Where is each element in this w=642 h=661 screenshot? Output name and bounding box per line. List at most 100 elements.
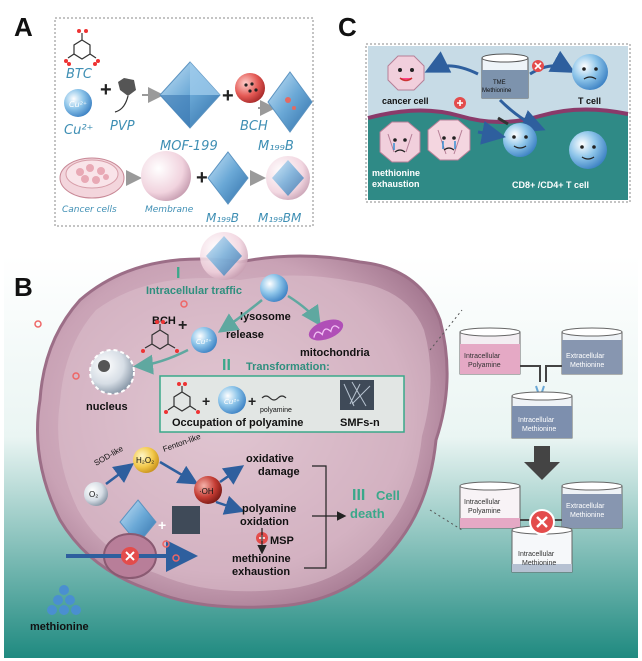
m199bm-entering-icon [200, 232, 248, 280]
m199b-label: M₁₉₉B [258, 139, 294, 154]
exhausted-cancer-cell-icon [379, 121, 421, 163]
cancer-cells-dish-icon [59, 157, 125, 199]
membrane-vesicle-icon [141, 151, 191, 201]
arrow-o2-to-h2o2 [105, 463, 134, 485]
o2-label: O₂ [89, 490, 98, 499]
bch-dot-5-icon [172, 554, 180, 562]
beaker-intracellular-polyamine-icon [459, 327, 521, 375]
connector-line-top [429, 309, 463, 351]
polyamine-box-label: polyamine [260, 407, 292, 414]
death-label: death [350, 506, 385, 521]
nucleus-icon [89, 349, 135, 395]
plus-sign-2: + [222, 85, 234, 107]
b-met-exhaust-label-1: methionine [232, 553, 291, 565]
oxidative-damage-label-1: oxidative [246, 453, 294, 465]
plus-sign-7: + [158, 517, 166, 533]
beaker-3-label-2: Methionine [522, 426, 556, 433]
cu-sphere-label: Cu²⁺ [69, 100, 87, 109]
beaker-2-label-2: Methionine [570, 362, 604, 369]
beaker-extracellular-methionine-2-icon [561, 481, 623, 529]
m199bm-coated-icon [266, 156, 310, 200]
bch-sphere [235, 73, 265, 103]
smfs-n-aggregate-icon [340, 380, 374, 410]
beaker-extracellular-methionine-icon [561, 327, 623, 375]
pvp-label: PVP [110, 119, 135, 134]
beaker-1-label-1: Intracellular [464, 353, 501, 360]
cu-b-label: Cu²⁺ [196, 338, 212, 346]
lysosome-icon [260, 274, 288, 302]
oxidative-damage-label-2: damage [258, 466, 300, 478]
arrow-oh-to-oxidation [215, 495, 245, 515]
m199bm-label: M₁₉₉BM [258, 211, 302, 225]
big-down-arrow-icon [524, 446, 560, 480]
cu-ion-sphere [64, 89, 92, 117]
beaker-5-label-1: Extracellular [566, 503, 605, 510]
block-x-icon [529, 509, 555, 535]
stage-1-numeral: I [176, 265, 180, 282]
blocked-transporter-icon [66, 533, 198, 579]
arrow-to-nucleus [133, 348, 189, 375]
plus-sign-3: + [196, 167, 208, 189]
nucleus-label: nucleus [86, 401, 128, 413]
mof-199-crystal-icon [159, 61, 221, 129]
tme-label-1: TME [493, 80, 506, 86]
membrane-label: Membrane [145, 205, 194, 215]
cu-ion-b-sphere [191, 327, 217, 353]
stage-2-title: Transformation: [246, 361, 330, 373]
plus-sign-4: + [178, 317, 187, 334]
h2o2-sphere [133, 447, 159, 473]
exhausted-cancer-cell-2-icon [427, 119, 471, 161]
release-label: release [226, 329, 264, 341]
stage-1-title: Intracellular traffic [146, 285, 242, 297]
arrow-lysosome-release [217, 299, 263, 333]
beaker-4-label-1: Intracellular [464, 499, 501, 506]
smfs-cascade-icon [172, 506, 200, 534]
polyamine-oxidation-label-1: polyamine [242, 503, 296, 515]
tme-beaker-icon [481, 53, 529, 99]
plus-marker-icon [454, 97, 466, 109]
beaker-4-label-2: Polyamine [468, 508, 501, 515]
tap-left-icon [520, 365, 541, 382]
plus-sign-6: + [248, 393, 256, 409]
cancer-cells-label: Cancer cells [62, 205, 117, 215]
t-cell-label: T cell [578, 96, 601, 106]
lysosome-label: lysosome [240, 311, 291, 323]
t-cell-face-icon [572, 54, 608, 90]
arrow-tme-to-cancer [424, 51, 479, 76]
occupation-label: Occupation of polyamine [172, 417, 303, 429]
cancer-cell-label: cancer cell [382, 96, 429, 106]
cu-ion-box-sphere [218, 386, 246, 414]
cancer-cell-face-icon [387, 55, 425, 91]
beaker-intracellular-methionine-empty-icon [511, 525, 573, 573]
bch-label: BCH [240, 119, 268, 134]
beaker-6-label-2: Methionine [522, 560, 556, 567]
arrow-to-mitochondria [287, 294, 321, 327]
beaker-3-label-1: Intracellular [518, 417, 555, 424]
beaker-6-label-1: Intracellular [518, 551, 555, 558]
beaker-intracellular-polyamine-low-icon [459, 481, 521, 529]
tap-right-icon [545, 365, 562, 382]
oh-label: ·OH [199, 487, 214, 496]
m199b-small-crystal-icon [207, 151, 249, 205]
beaker-5-label-2: Methionine [570, 512, 604, 519]
pvp-polymer-icon [114, 78, 136, 113]
o2-sphere [84, 482, 108, 506]
cd8-label: CD8+ /CD4+ T cell [512, 180, 589, 190]
btc-molecule-box-icon [164, 382, 200, 414]
arrow-to-cd8 [498, 98, 546, 133]
panel-b-label: B [14, 272, 33, 302]
bch-dot-3-icon [34, 320, 42, 328]
methionine-cluster-icon [47, 585, 81, 615]
msp-label: MSP [270, 535, 294, 547]
plus-sign-5: + [202, 393, 210, 409]
polyamine-oxidation-label-2: oxidation [240, 516, 289, 528]
drip-icon [535, 385, 545, 393]
smfs-n-label: SMFs-n [340, 417, 380, 429]
beaker-intracellular-methionine-icon [511, 391, 573, 439]
mof-199-label: MOF-199 [160, 139, 218, 154]
panel-a-label: A [14, 12, 33, 42]
bch-dot-2-icon [72, 372, 80, 380]
m199b-crystal-icon [267, 71, 313, 133]
